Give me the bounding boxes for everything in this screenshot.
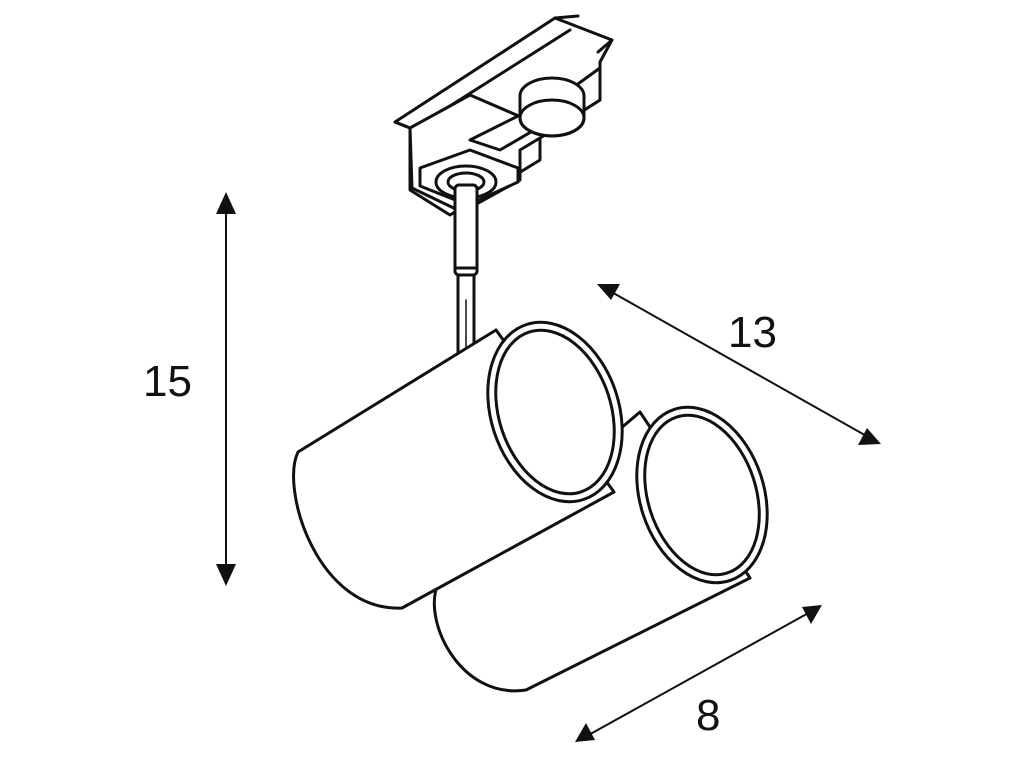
arrowhead-upper-left-icon bbox=[597, 284, 620, 300]
arrowhead-up-icon bbox=[216, 192, 236, 214]
stem bbox=[453, 183, 479, 372]
width-label: 8 bbox=[696, 691, 720, 740]
height-dimension-line bbox=[216, 192, 236, 586]
spotlight-cylinder-left bbox=[292, 320, 624, 610]
arrowhead-upper-right-icon bbox=[802, 605, 822, 624]
width-dimension-line bbox=[575, 605, 822, 742]
arrowhead-lower-left-icon bbox=[575, 723, 595, 742]
length-dimension-line bbox=[597, 284, 881, 445]
height-label: 15 bbox=[143, 357, 192, 406]
spotlight-cylinder-right bbox=[432, 405, 769, 693]
length-label: 13 bbox=[728, 308, 777, 357]
arrowhead-down-icon bbox=[216, 564, 236, 586]
arrowhead-lower-right-icon bbox=[858, 428, 881, 445]
